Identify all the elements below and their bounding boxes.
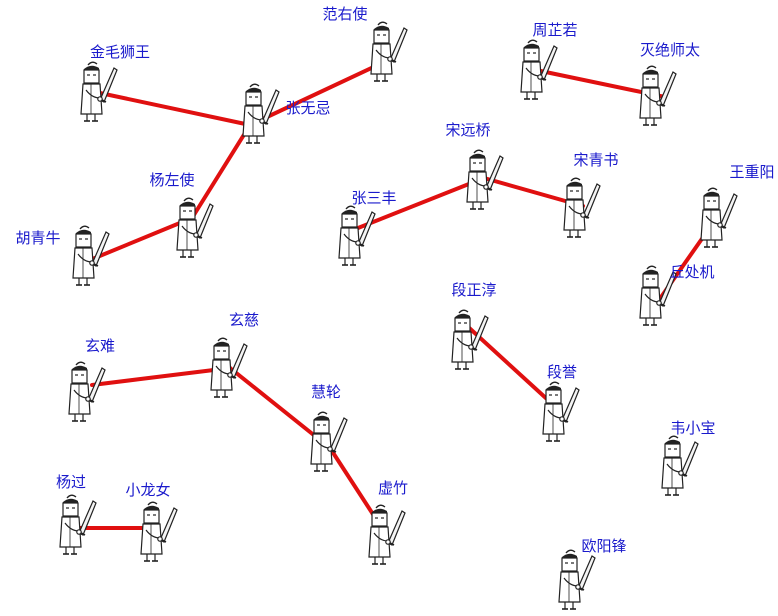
character-label: 小龙女 (125, 481, 171, 499)
character-label: 段誉 (546, 363, 578, 381)
link-zhangwuji-yangzuo (190, 123, 252, 220)
character-label: 段正淳 (451, 281, 497, 299)
character-label: 慧轮 (310, 383, 342, 401)
link-jinmao-zhangwuji (98, 91, 252, 127)
link-zhangsanfeng-songyuanqiao (356, 176, 486, 230)
swordsman-icon (78, 60, 122, 124)
swordsman-icon (308, 410, 352, 474)
character-label: 丘处机 (669, 263, 715, 281)
character-label: 欧阳锋 (581, 537, 627, 555)
character-label: 张三丰 (351, 189, 397, 207)
swordsman-icon (637, 64, 681, 128)
swordsman-icon (366, 503, 410, 567)
link-huilun-xuzhu (328, 446, 380, 524)
character-label: 韦小宝 (670, 419, 716, 437)
link-fanyou-zhangwuji (248, 61, 384, 127)
character-label: 王重阳 (729, 163, 775, 181)
character-label: 虚竹 (377, 479, 409, 497)
character-label: 周芷若 (532, 21, 578, 39)
character-label: 灭绝师太 (639, 41, 701, 59)
swordsman-icon (70, 224, 114, 288)
swordsman-icon (518, 38, 562, 102)
character-label: 金毛狮王 (89, 43, 151, 61)
character-label: 玄慈 (228, 311, 260, 329)
character-label: 宋远桥 (445, 121, 491, 139)
swordsman-icon (556, 548, 600, 612)
character-label: 张无忌 (285, 99, 331, 117)
link-yangzuo-huqingniu (88, 216, 194, 262)
character-label: 宋青书 (573, 151, 619, 169)
swordsman-icon (57, 493, 101, 557)
swordsman-icon (240, 82, 284, 146)
swordsman-icon (659, 434, 703, 498)
swordsman-icon (208, 336, 252, 400)
character-label: 胡青牛 (15, 229, 61, 247)
swordsman-icon (561, 176, 605, 240)
swordsman-icon (66, 360, 110, 424)
swordsman-icon (368, 20, 412, 84)
swordsman-icon (449, 308, 493, 372)
swordsman-icon (698, 186, 742, 250)
swordsman-icon (637, 264, 681, 328)
character-label: 杨过 (55, 473, 87, 491)
swordsman-icon (336, 204, 380, 268)
link-xuannan-xuanci (90, 366, 232, 387)
character-label: 玄难 (84, 337, 116, 355)
swordsman-icon (174, 196, 218, 260)
swordsman-icon (138, 500, 182, 564)
swordsman-icon (540, 380, 584, 444)
character-label: 范右使 (322, 5, 368, 23)
swordsman-icon (464, 148, 508, 212)
character-label: 杨左使 (149, 171, 195, 189)
